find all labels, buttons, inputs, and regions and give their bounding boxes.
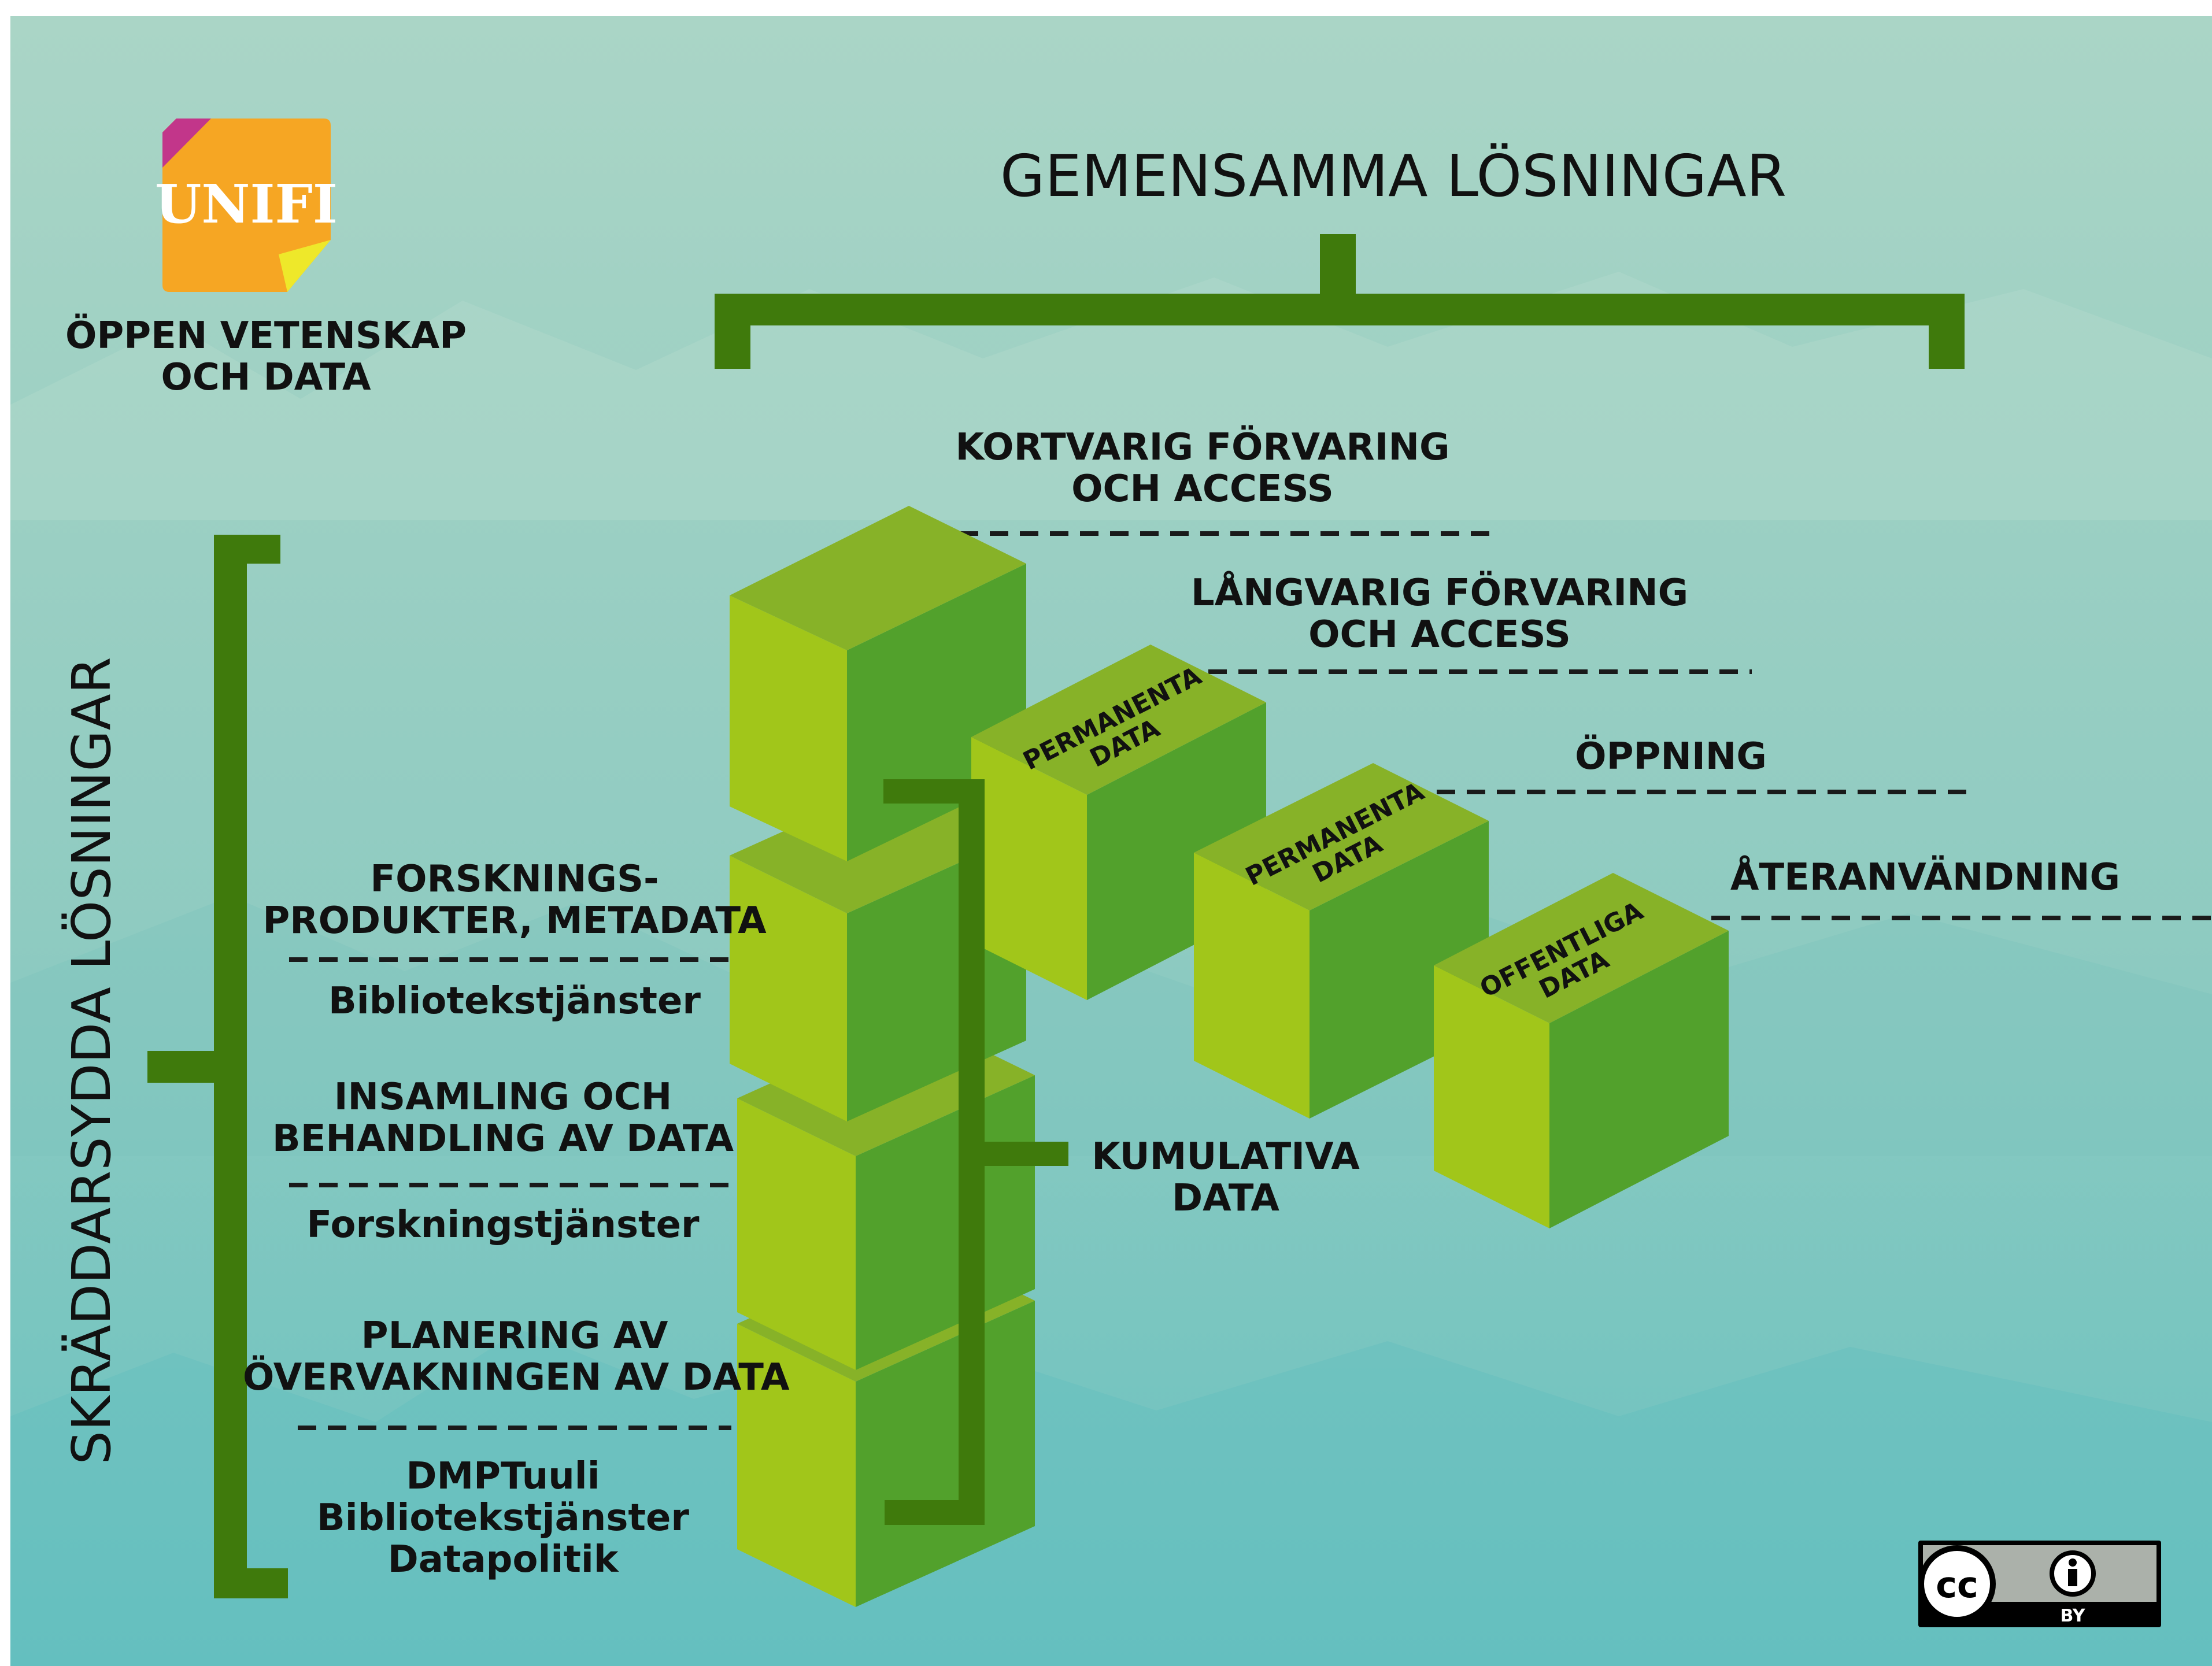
page-title: GEMENSAMMA LÖSNINGAR — [1000, 142, 1787, 210]
left-stage-planering-service2: Bibliotekstjänster — [317, 1497, 689, 1539]
logo-corner-yellow — [279, 240, 331, 292]
org-name-line1: ÖPPEN VETENSKAP — [65, 314, 467, 357]
stage-oppning: ÖPPNING — [1575, 735, 1767, 778]
org-name-line2: OCH DATA — [161, 356, 371, 399]
left-stage-forsknings-service: Bibliotekstjänster — [328, 980, 701, 1023]
cc-by-badge: cc BY — [1918, 1541, 2161, 1627]
top-bracket — [715, 234, 1965, 369]
unifi-logo: UNIFI — [155, 119, 338, 292]
left-stage-planering-line2: ÖVERVAKNINGEN AV DATA — [243, 1356, 790, 1399]
cube-offentliga: OFFENTLIGA DATA — [1434, 873, 1729, 1228]
logo-corner-magenta — [162, 119, 211, 168]
cc-icon-text: cc — [1936, 1564, 1978, 1606]
cube-stack — [730, 506, 1035, 1607]
cumulative-label-line1: KUMULATIVA — [1092, 1135, 1360, 1178]
left-stage-planering-line1: PLANERING AV — [361, 1315, 668, 1357]
cumulative-label-line2: DATA — [1172, 1177, 1279, 1220]
stage-kortvarig-line1: KORTVARIG FÖRVARING — [955, 426, 1450, 469]
left-stage-insamling-line1: INSAMLING OCH — [334, 1076, 672, 1119]
stage-kortvarig-line2: OCH ACCESS — [1071, 468, 1334, 510]
attribution-icon-body — [2068, 1569, 2077, 1586]
left-stage-forsknings-line1: FORSKNINGS- — [370, 858, 659, 901]
left-stage-planering-service1: DMPTuuli — [406, 1455, 600, 1498]
attribution-icon-head — [2069, 1558, 2077, 1567]
left-stage-insamling-service: Forskningstjänster — [306, 1204, 700, 1246]
left-stage-planering-service3: Datapolitik — [387, 1538, 619, 1581]
by-label: BY — [2061, 1606, 2086, 1626]
left-stage-forsknings-line2: PRODUKTER, METADATA — [262, 899, 767, 942]
left-stage-insamling-line2: BEHANDLING AV DATA — [272, 1117, 734, 1160]
cc-icon — [1918, 1545, 1996, 1623]
dashed-lines — [289, 531, 2212, 1430]
logo-body — [162, 119, 331, 292]
stage-ateranvandning: ÅTERANVÄNDNING — [1730, 856, 2121, 899]
stage-langvarig-line2: OCH ACCESS — [1308, 613, 1571, 656]
cumulative-bracket — [883, 779, 1068, 1525]
side-title: SKRÄDDARSYDDA LÖSNINGAR — [61, 657, 123, 1464]
logo-text: UNIFI — [155, 173, 338, 235]
cube-permanenta-1: PERMANENTA DATA — [971, 645, 1266, 1000]
stage-langvarig-line1: LÅNGVARIG FÖRVARING — [1190, 572, 1689, 614]
left-bracket — [147, 535, 288, 1598]
